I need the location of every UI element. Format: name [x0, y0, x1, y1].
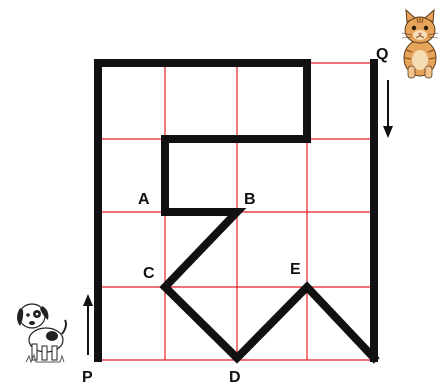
- label-a: A: [138, 191, 150, 208]
- arrow-down-q: [383, 80, 393, 138]
- label-b: B: [244, 191, 256, 208]
- arrow-up-p: [83, 294, 93, 355]
- label-d: D: [229, 369, 241, 383]
- label-q: Q: [376, 46, 388, 63]
- cat-icon: [402, 10, 438, 78]
- label-e: E: [290, 261, 301, 278]
- label-p: P: [82, 369, 93, 383]
- left-wall: [98, 63, 374, 358]
- maze-walls: [98, 63, 374, 358]
- dog-icon: [17, 304, 66, 362]
- label-c: C: [143, 265, 155, 282]
